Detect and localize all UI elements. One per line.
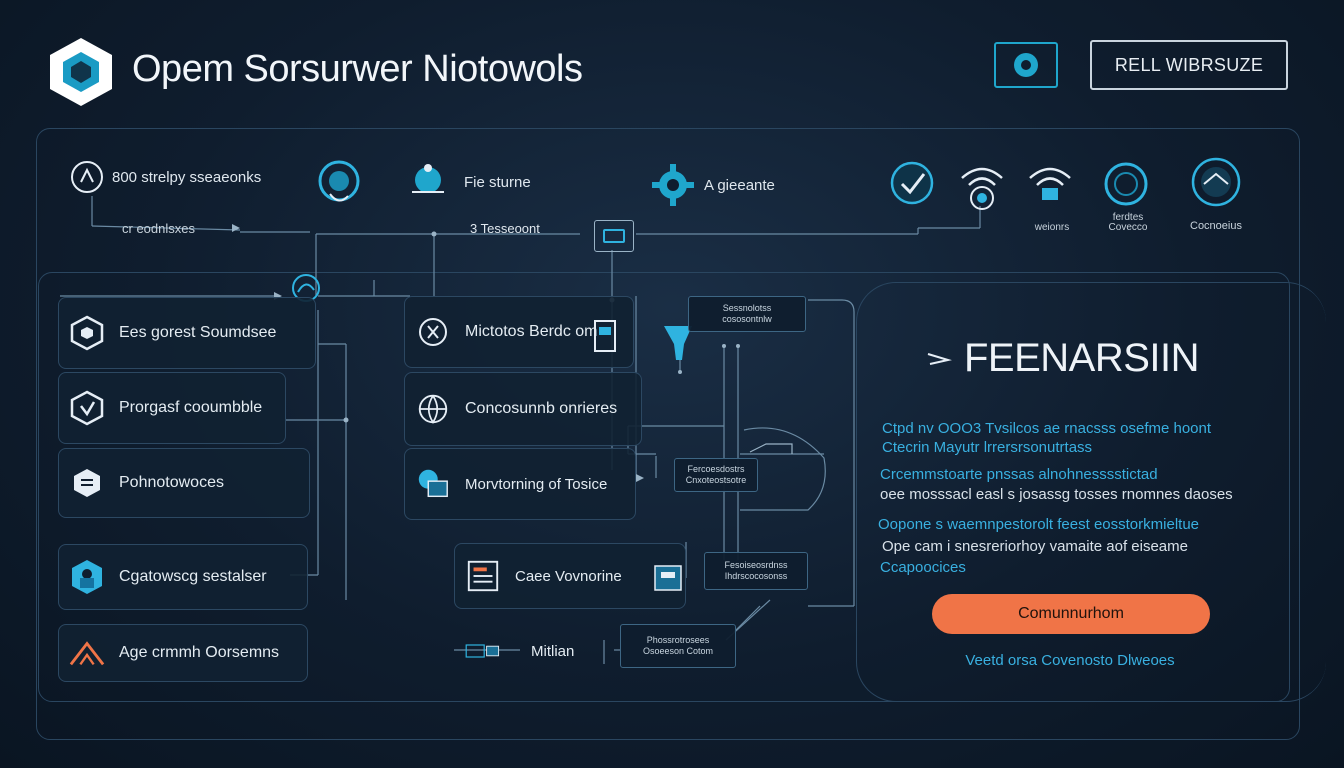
header-action-button[interactable]: RELL WIBRSUZE — [1090, 40, 1288, 90]
card-left-3-label: Pohnotowoces — [119, 474, 224, 491]
card-left-5[interactable]: Age crmmh Oorsemns — [58, 624, 308, 682]
record-toggle-button[interactable] — [994, 42, 1058, 88]
card-mid-4-label: Caee Vovnorine — [515, 567, 622, 585]
signal-label: weionrs — [1034, 222, 1070, 233]
wifi-icon[interactable] — [958, 160, 1006, 217]
panel-desc-2-line1: Crcemmstoarte pnssas alnohnesssstictad — [880, 466, 1158, 483]
card-mid-5-label: Mitlian — [531, 642, 575, 660]
card-mid-5[interactable]: Mitlian — [454, 622, 612, 680]
panel-desc-3-line1: Oopone s waemnpestorolt feest eosstorkmi… — [878, 516, 1199, 533]
card-left-3[interactable]: Pohnotowoces — [58, 448, 310, 518]
panel-desc-3-line3: Ccapoocices — [880, 559, 966, 576]
mini-card-2[interactable]: Fercoesdostrs Cnxoteostsotre — [674, 458, 758, 492]
panel-desc-3-line2: Ope cam i snesreriorhoy vamaite aof eise… — [882, 538, 1188, 555]
card-left-1[interactable]: Ees gorest Soumdsee — [58, 297, 316, 369]
app-logo-icon — [46, 36, 116, 108]
main-frame — [36, 128, 1300, 740]
card-left-2-label: Prorgasf cooumbble — [119, 399, 263, 416]
top-icon-cycle[interactable] — [316, 160, 362, 206]
mini-card-3-line1: Fesoiseosrdnss — [724, 560, 788, 570]
top-item-features-tag: 3 Tesseoont — [470, 221, 540, 236]
footer-link[interactable]: Veetd orsa Covenosto Dlweoes — [965, 652, 1175, 669]
mini-card-4[interactable]: Phossrotrosees Osoeeson Cotom — [620, 624, 736, 668]
refresh-label-top: ferdtes — [1112, 212, 1144, 223]
tent-icon — [69, 635, 105, 671]
top-item-agent[interactable]: A gieeante — [650, 162, 775, 208]
card-mid-3[interactable]: Morvtorning of Tosice — [404, 448, 636, 520]
circle-arrows-icon — [70, 160, 104, 194]
document-icon — [69, 465, 105, 501]
mini-card-2-line1: Fercoesdostrs — [687, 464, 745, 474]
cta-button[interactable]: Comunnurhom — [932, 594, 1210, 634]
panel-desc-1-line2: Ctecrin Mayutr lrrersrsonutrtass — [882, 439, 1093, 456]
check-shield-icon[interactable] — [888, 160, 936, 211]
card-left-4-label: Cgatowscg sestalser — [119, 568, 267, 585]
mini-card-3-line2: Ihdrscocosonss — [724, 571, 788, 581]
mini-card-4-line1: Phossrotrosees — [646, 635, 710, 645]
card-mid-3-label: Morvtorning of Tosice — [465, 475, 608, 493]
card-left-1-label: Ees gorest Soumdsee — [119, 324, 277, 341]
record-icon — [1014, 53, 1038, 77]
card-mid-2-label: Concosunnb onrieres — [465, 400, 618, 417]
connection-label: Cocnoeius — [1190, 220, 1242, 232]
chip-icon-2 — [593, 319, 619, 360]
chip-icon — [415, 314, 451, 350]
top-item-scan-tag: cr eodnlsxes — [122, 221, 195, 236]
app-title: Opem Sorsurwer Niotowols — [132, 48, 583, 90]
card-mid-1[interactable]: Mictotos Berdc om — [404, 296, 634, 368]
card-left-5-label: Age crmmh Oorsemns — [119, 644, 280, 661]
top-item-features-label: Fie sturne — [464, 173, 531, 191]
top-item-scan[interactable]: 800 strelpy sseaeonks — [70, 160, 261, 194]
card-left-2[interactable]: Prorgasf cooumbble — [58, 372, 286, 444]
cycle-icon — [316, 160, 362, 206]
card-mid-1-label: Mictotos Berdc om — [465, 323, 598, 340]
mini-card-3[interactable]: Fesoiseosrdnss Ihdrscocosonss — [704, 552, 808, 590]
server-icon — [465, 633, 501, 669]
hexagon-icon — [69, 315, 105, 351]
card-left-4[interactable]: Cgatowscg sestalser — [58, 544, 308, 610]
workflow-frame — [38, 272, 1290, 702]
mini-card-1-line1: Sessnolotss — [722, 303, 772, 313]
signal-icon[interactable] — [1026, 160, 1074, 211]
globe-icon — [415, 391, 451, 427]
lock-icon — [69, 559, 105, 595]
refresh-label: Covecco — [1108, 222, 1148, 233]
top-item-agent-label: A gieeante — [704, 176, 775, 194]
box-icon — [653, 558, 685, 599]
gear-icon — [650, 162, 696, 208]
chevron-right-icon — [926, 350, 952, 371]
card-mid-2[interactable]: Concosunnb onrieres — [404, 372, 642, 446]
panel-title: FEENARSIIN — [964, 336, 1200, 380]
clipboard-icon — [465, 558, 501, 594]
shield-icon — [69, 390, 105, 426]
terminal-icon[interactable] — [594, 220, 634, 252]
mini-card-2-line2: Cnxoteostsotre — [685, 475, 747, 485]
mini-card-1-line2: cososontnlw — [722, 314, 772, 324]
user-node-icon — [406, 162, 450, 202]
mini-card-4-line2: Osoeeson Cotom — [642, 646, 714, 656]
refresh-icon[interactable] — [1102, 160, 1150, 213]
panel-desc-2-line2: oee mosssacl easl s josassg tosses rnomn… — [880, 486, 1233, 503]
mini-card-1[interactable]: Sessnolotss cososontnlw — [688, 296, 806, 332]
panel-frame — [856, 282, 1326, 702]
connection-globe-icon[interactable] — [1188, 154, 1244, 215]
monitor-icon — [415, 466, 451, 502]
top-item-scan-label: 800 strelpy sseaeonks — [112, 168, 262, 186]
top-item-features[interactable]: Fie sturne — [406, 162, 531, 202]
card-mid-4[interactable]: Caee Vovnorine — [454, 543, 686, 609]
panel-desc-1-line1: Ctpd nv OOO3 Tvsilcos ae rnacsss osefme … — [882, 420, 1212, 437]
